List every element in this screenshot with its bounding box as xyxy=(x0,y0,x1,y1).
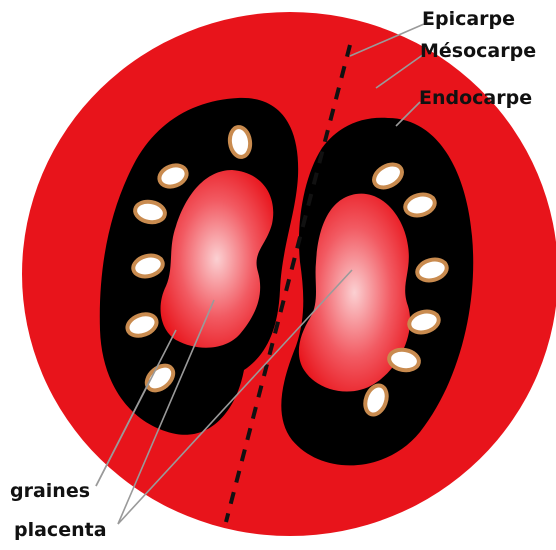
label-placenta: placenta xyxy=(14,521,107,540)
label-mesocarpe: Mésocarpe xyxy=(420,42,536,61)
label-graines: graines xyxy=(10,482,90,501)
label-epicarpe: Epicarpe xyxy=(422,10,515,29)
label-endocarpe: Endocarpe xyxy=(419,89,532,108)
